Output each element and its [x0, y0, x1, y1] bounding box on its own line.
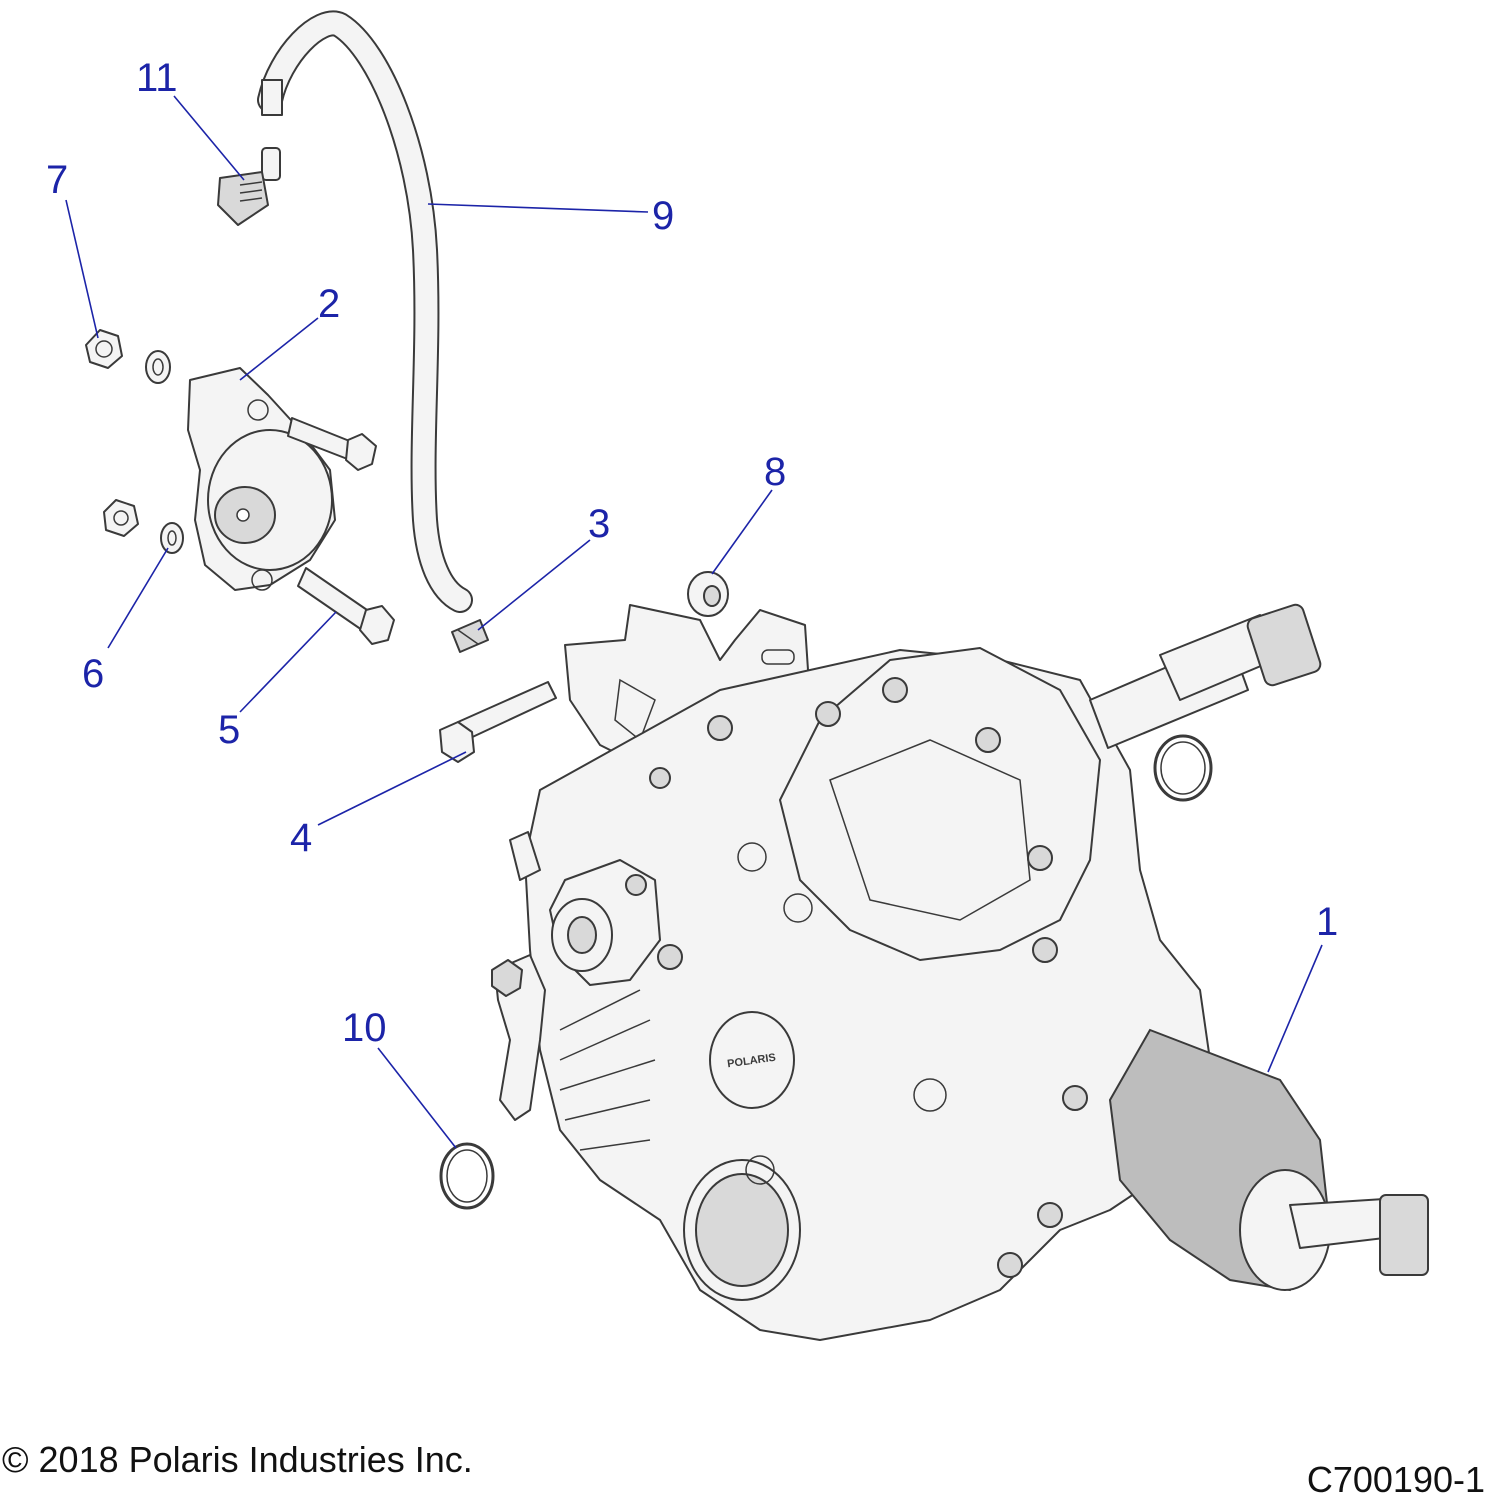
long-bolt-part — [439, 681, 557, 763]
copyright-notice: © 2018 Polaris Industries Inc. — [2, 1439, 473, 1480]
leader-line-1 — [1267, 944, 1323, 1073]
bolt-part — [297, 567, 395, 645]
callout-5: 5 — [218, 708, 241, 752]
callout-1: 1 — [1316, 900, 1339, 944]
callout-9: 9 — [652, 194, 675, 238]
diagram-code: C700190-1 — [1306, 1459, 1485, 1500]
washer-upper-part — [145, 350, 171, 384]
leader-line-2 — [239, 317, 319, 381]
leader-line-9 — [427, 203, 649, 213]
callout-8: 8 — [764, 450, 787, 494]
o-ring-part — [439, 1142, 495, 1210]
callout-11: 11 — [136, 56, 178, 100]
vent-hose-part — [257, 10, 473, 613]
leader-line-5 — [239, 611, 337, 713]
leader-line-6 — [107, 547, 169, 649]
hose-clamp-part — [451, 619, 489, 653]
leader-line-10 — [377, 1047, 457, 1149]
nut-lower-part — [103, 499, 139, 537]
callout-3: 3 — [588, 502, 611, 546]
leader-line-3 — [477, 539, 591, 631]
leader-line-11 — [173, 95, 245, 181]
grommet-part — [687, 571, 729, 617]
callout-4: 4 — [290, 816, 313, 860]
bolt-upper-part — [287, 417, 377, 471]
leader-line-4 — [317, 751, 467, 826]
callout-10: 10 — [342, 1006, 387, 1050]
gearcase-assembly-part: POLARIS — [491, 603, 1429, 1341]
callout-2: 2 — [318, 282, 341, 326]
leader-line-8 — [711, 489, 773, 575]
leader-lines — [65, 95, 1323, 1149]
leader-line-7 — [65, 199, 99, 339]
callout-7: 7 — [46, 158, 69, 202]
actuator-assembly-part — [187, 367, 336, 591]
nut-part — [85, 329, 123, 369]
callout-6: 6 — [82, 652, 105, 696]
washer-part — [160, 522, 184, 554]
fitting-connector-part — [217, 147, 281, 226]
